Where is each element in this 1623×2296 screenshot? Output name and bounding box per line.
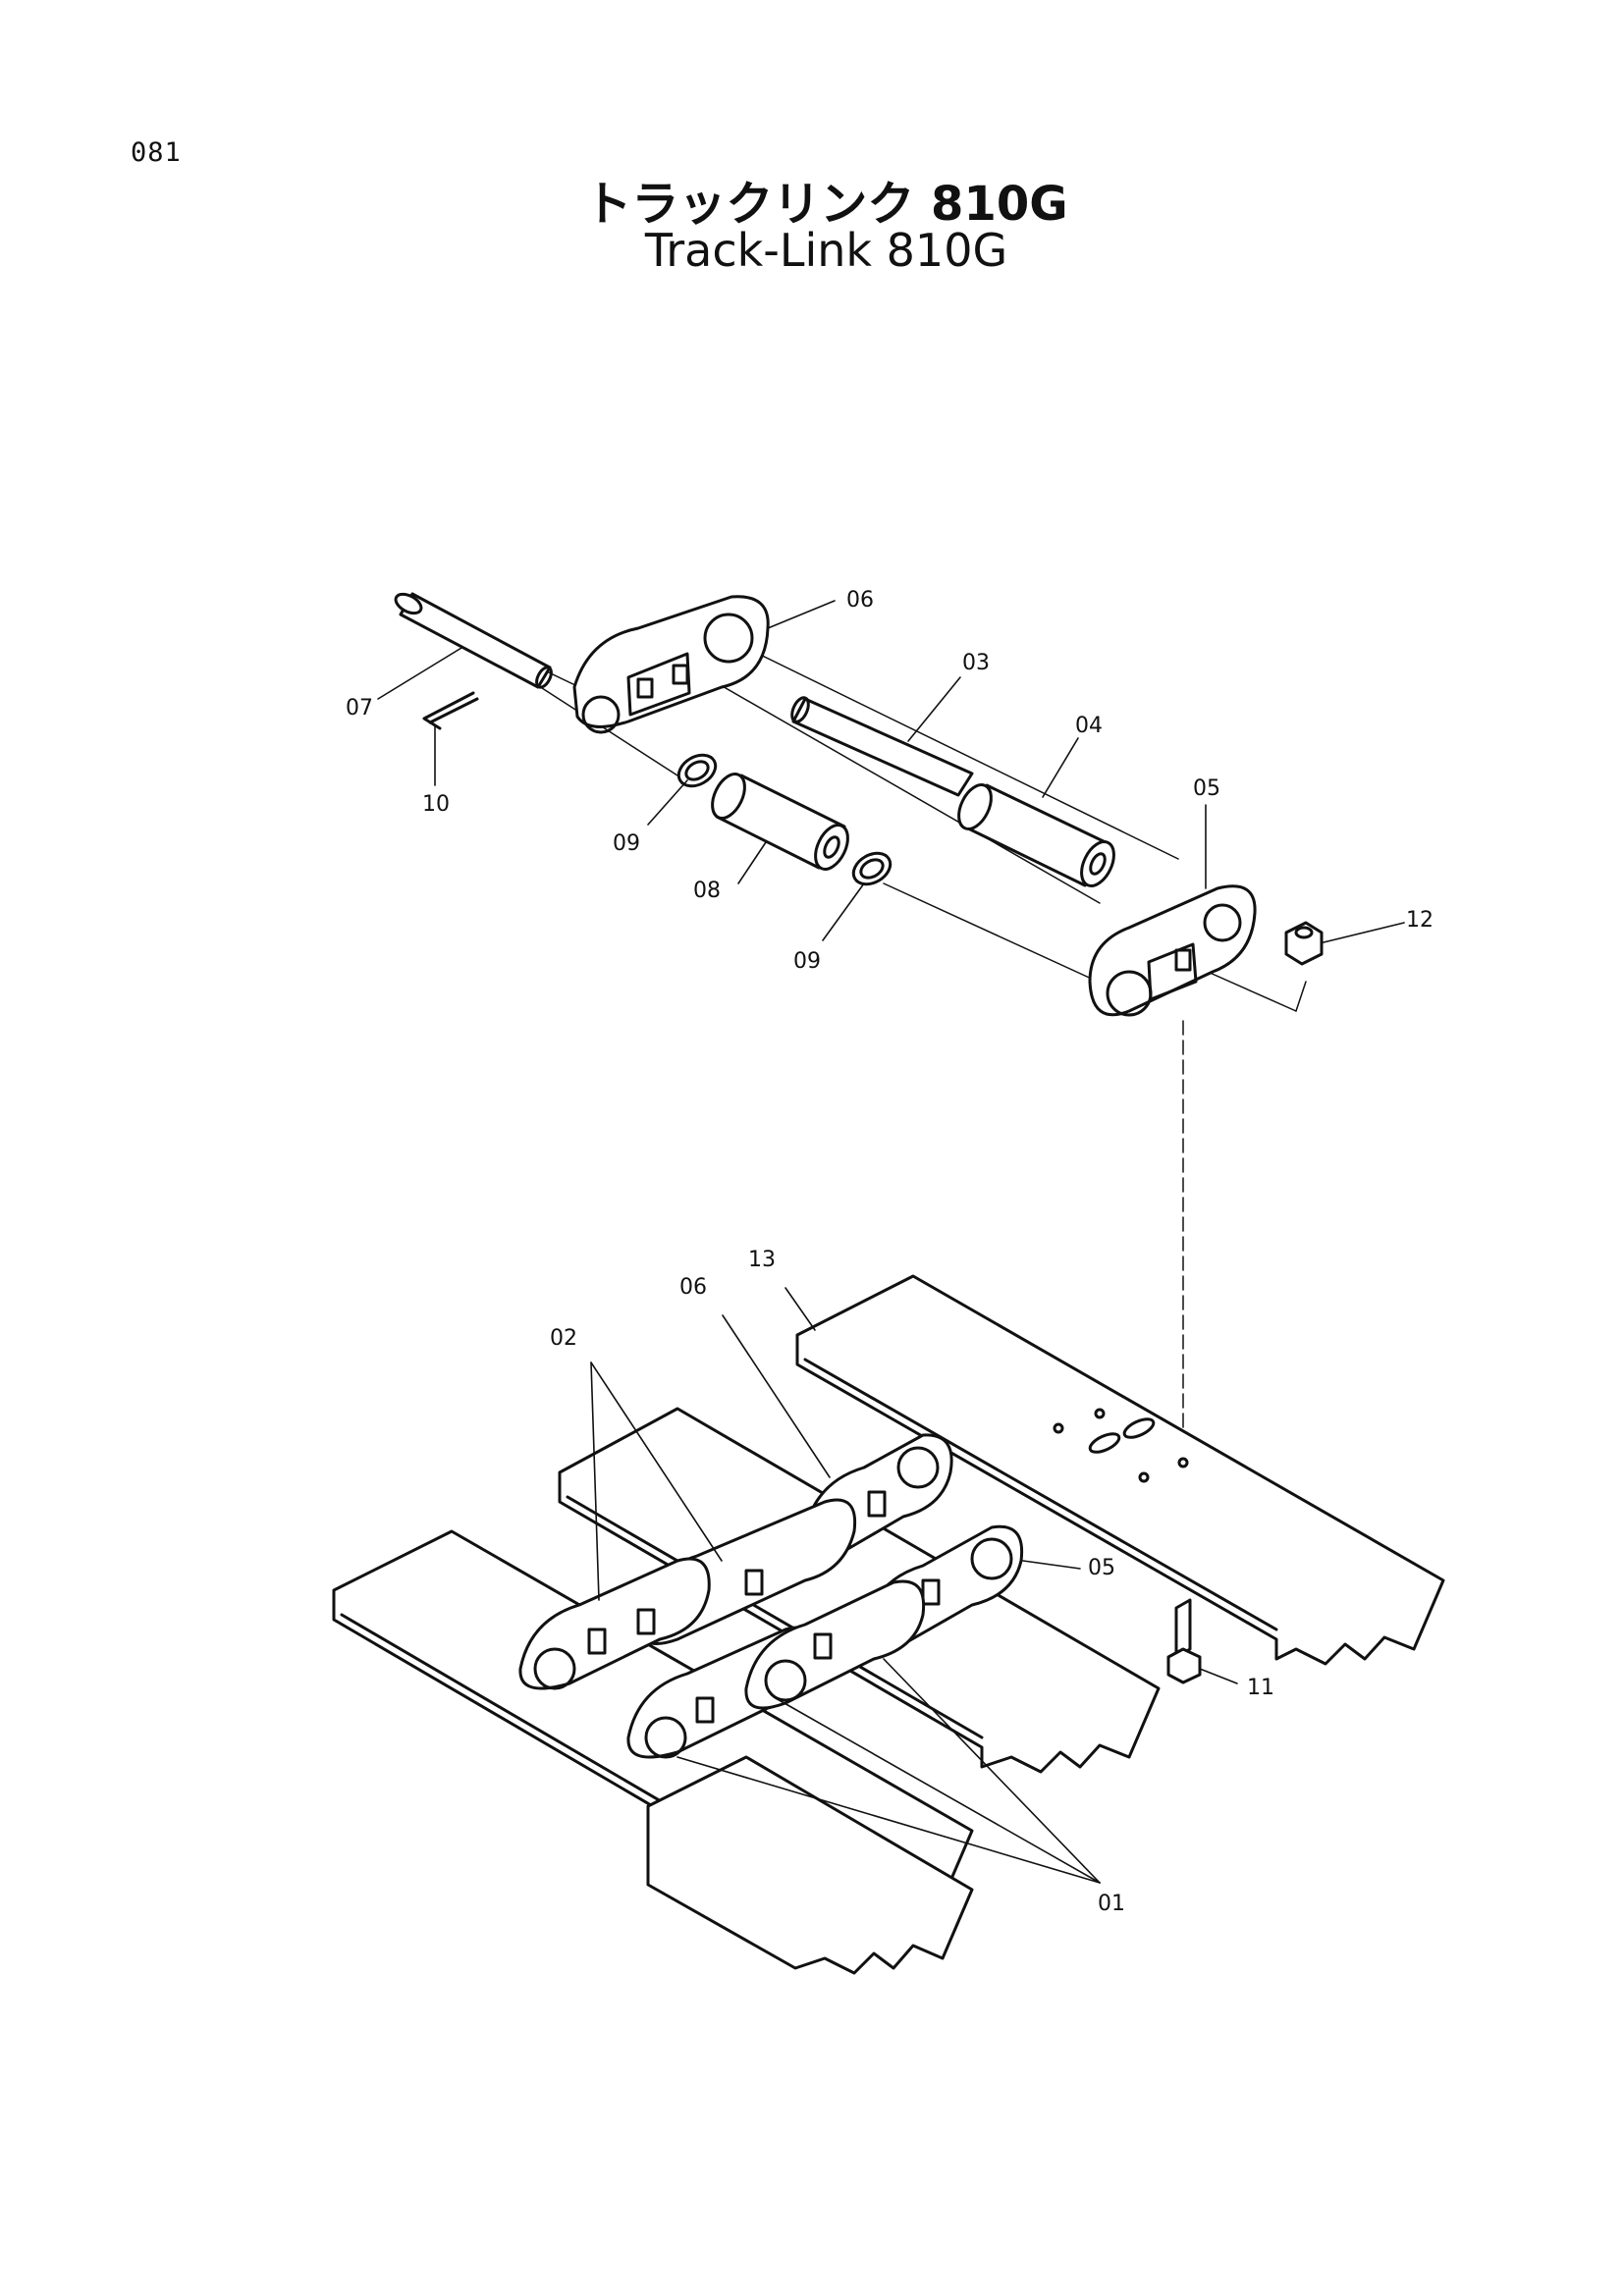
part-bolt-11 xyxy=(1166,1598,1202,1684)
part-pin-07 xyxy=(394,592,553,689)
callout-07: 07 xyxy=(346,696,373,721)
part-shoe-13 xyxy=(795,1274,1445,1666)
track-link-assembly xyxy=(518,1433,1024,1759)
diagram-title-japanese: トラックリンク 810G xyxy=(584,177,1068,232)
callout-05-bottom: 05 xyxy=(1088,1556,1115,1580)
diagram-title-english: Track-Link 810G xyxy=(644,224,1008,277)
part-pin-03 xyxy=(790,696,974,797)
part-seal-09-a xyxy=(676,753,718,788)
part-lock-pin-10 xyxy=(422,691,479,730)
callout-03: 03 xyxy=(962,651,990,675)
callout-08: 08 xyxy=(693,879,721,903)
part-link-05-top xyxy=(1088,884,1257,1017)
page-number: 081 xyxy=(131,137,182,168)
callout-leaders xyxy=(377,600,1405,1884)
center-lines xyxy=(431,615,1307,1454)
part-bushing-08 xyxy=(711,773,849,871)
callout-labels: 06 03 04 05 12 07 10 09 08 09 13 06 02 0… xyxy=(346,588,1434,1916)
part-seal-09-b xyxy=(851,851,893,886)
part-link-06-top xyxy=(572,595,770,734)
callout-06-top: 06 xyxy=(846,588,874,613)
callout-12: 12 xyxy=(1406,908,1434,933)
callout-10: 10 xyxy=(422,792,450,817)
part-nut-12 xyxy=(1284,921,1324,966)
track-shoe-middle xyxy=(558,1407,1161,1774)
callout-09-a: 09 xyxy=(613,831,640,856)
callout-13: 13 xyxy=(748,1248,776,1272)
callout-11: 11 xyxy=(1247,1676,1274,1700)
callout-02: 02 xyxy=(550,1326,577,1351)
callout-04: 04 xyxy=(1075,714,1103,738)
part-bushing-04 xyxy=(957,783,1115,887)
callout-06-bottom: 06 xyxy=(679,1275,707,1300)
callout-09-b: 09 xyxy=(793,949,821,974)
callout-01: 01 xyxy=(1098,1892,1125,1916)
callout-05-top: 05 xyxy=(1193,776,1220,801)
